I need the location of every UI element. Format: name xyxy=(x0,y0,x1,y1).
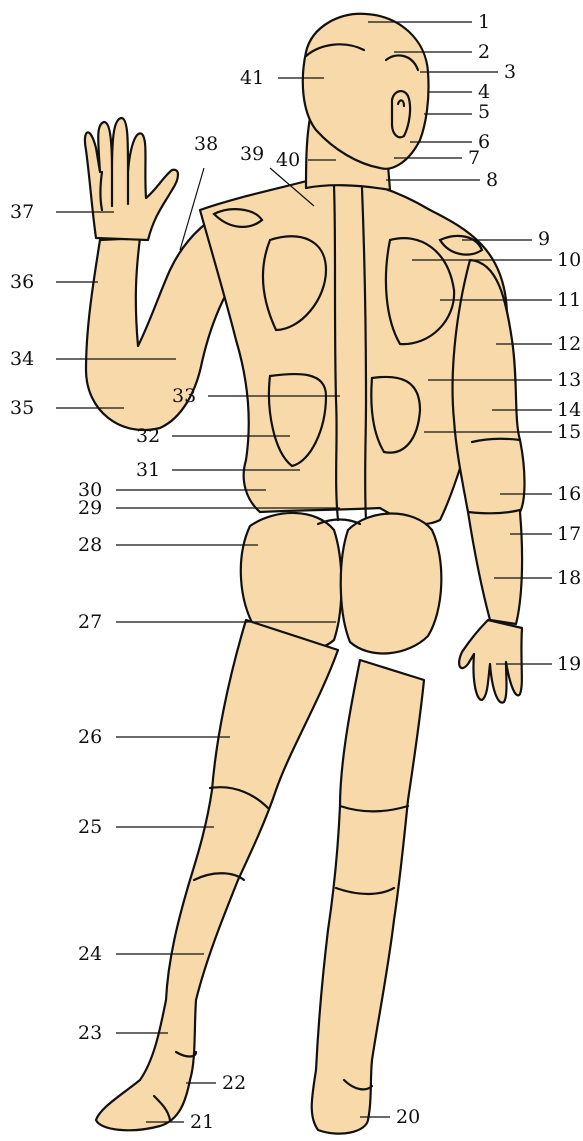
label-28: 28 xyxy=(78,534,102,556)
label-25: 25 xyxy=(78,816,102,838)
label-7: 7 xyxy=(468,147,480,169)
label-15: 15 xyxy=(557,421,581,443)
label-12: 12 xyxy=(557,333,581,355)
label-23: 23 xyxy=(78,1022,102,1044)
label-26: 26 xyxy=(78,726,102,748)
label-33: 33 xyxy=(172,385,196,407)
label-34: 34 xyxy=(10,348,34,370)
label-8: 8 xyxy=(486,169,498,191)
body-figure xyxy=(85,14,525,1134)
label-4: 4 xyxy=(478,81,490,103)
label-18: 18 xyxy=(557,567,581,589)
label-2: 2 xyxy=(478,41,490,63)
label-1: 1 xyxy=(478,11,490,33)
label-16: 16 xyxy=(557,483,581,505)
label-14: 14 xyxy=(557,399,581,421)
label-38: 38 xyxy=(194,133,218,155)
label-9: 9 xyxy=(538,228,550,250)
label-31: 31 xyxy=(136,459,160,481)
hanging-arm xyxy=(453,260,525,624)
right-leg xyxy=(312,660,424,1134)
label-36: 36 xyxy=(10,271,34,293)
label-32: 32 xyxy=(136,425,160,447)
label-41: 41 xyxy=(240,67,264,89)
label-30: 30 xyxy=(78,479,102,501)
label-39: 39 xyxy=(240,143,264,165)
label-37: 37 xyxy=(10,201,34,223)
label-17: 17 xyxy=(557,523,581,545)
left-leg xyxy=(96,620,338,1130)
raised-hand xyxy=(85,118,178,240)
label-5: 5 xyxy=(478,101,490,123)
hanging-hand xyxy=(459,620,522,703)
label-20: 20 xyxy=(396,1106,420,1128)
label-11: 11 xyxy=(557,289,581,311)
right-buttock xyxy=(341,514,442,654)
label-40: 40 xyxy=(276,149,300,171)
label-10: 10 xyxy=(557,249,581,271)
label-22: 22 xyxy=(222,1072,246,1094)
label-24: 24 xyxy=(78,943,102,965)
label-3: 3 xyxy=(504,61,516,83)
label-35: 35 xyxy=(10,397,34,419)
label-13: 13 xyxy=(557,369,581,391)
label-27: 27 xyxy=(78,611,102,633)
label-21: 21 xyxy=(190,1111,214,1133)
label-19: 19 xyxy=(557,653,581,675)
